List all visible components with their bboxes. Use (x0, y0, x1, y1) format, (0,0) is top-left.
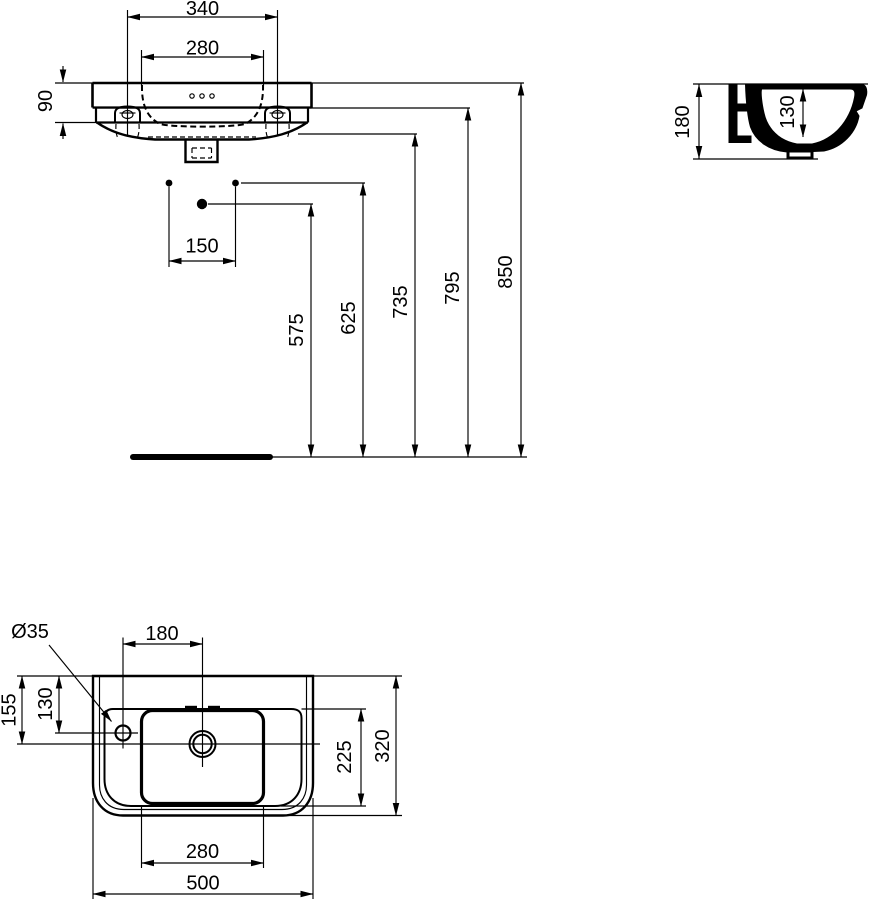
waste-outlet-point (196, 198, 208, 210)
dim-130-side-label: 130 (777, 95, 799, 128)
dim-90-label: 90 (35, 90, 57, 112)
tap-diameter-leader (48, 644, 112, 722)
fixing-lug-right-hidden (265, 123, 290, 140)
dim-735-label: 735 (390, 285, 412, 318)
rim-hole-2 (199, 93, 205, 99)
bowl-inner-hidden-outline (140, 84, 265, 128)
supply-point-left (165, 179, 173, 187)
fixing-lug-left-hidden (115, 123, 140, 140)
drain-stub-section-detail (789, 152, 811, 157)
plan-view: 180 Ø35 155 130 225 320 280 500 (0, 621, 402, 899)
dim-625-label: 625 (338, 301, 360, 334)
wall-bracket-section (728, 83, 752, 143)
drain-stub-hidden-lines (191, 147, 213, 159)
dim-180-side-label: 180 (672, 105, 694, 138)
dim-150-label: 150 (185, 236, 218, 258)
tap-diameter-label: Ø35 (11, 621, 49, 643)
dim-850-label: 850 (495, 255, 517, 288)
front-view: 340 280 90 150 575 625 735 795 850 (35, 0, 527, 460)
dim-320-label: 320 (372, 729, 394, 762)
dim-795-label: 795 (442, 271, 464, 304)
dim-130-plan-label: 130 (35, 687, 57, 720)
supply-point-right (232, 179, 239, 187)
bowl-section-interior (761, 89, 855, 144)
dim-340-label: 340 (186, 0, 219, 20)
plan-outer-outline (91, 674, 315, 817)
bowl-underside-profile (96, 121, 308, 141)
drain-stub (184, 139, 219, 164)
dim-500-label: 500 (186, 873, 219, 895)
dim-575-label: 575 (286, 313, 308, 346)
dim-155-label: 155 (0, 693, 21, 726)
dim-180-plan-label: 180 (145, 623, 178, 645)
dim-280-label: 280 (186, 38, 219, 60)
side-view: 180 130 (672, 83, 868, 160)
plan-rim-inner-outline (98, 676, 308, 811)
rim-hole-3 (209, 93, 215, 99)
rim-hole-1 (189, 93, 195, 99)
dim-280-plan-label: 280 (186, 841, 219, 863)
dim-225-label: 225 (334, 740, 356, 773)
